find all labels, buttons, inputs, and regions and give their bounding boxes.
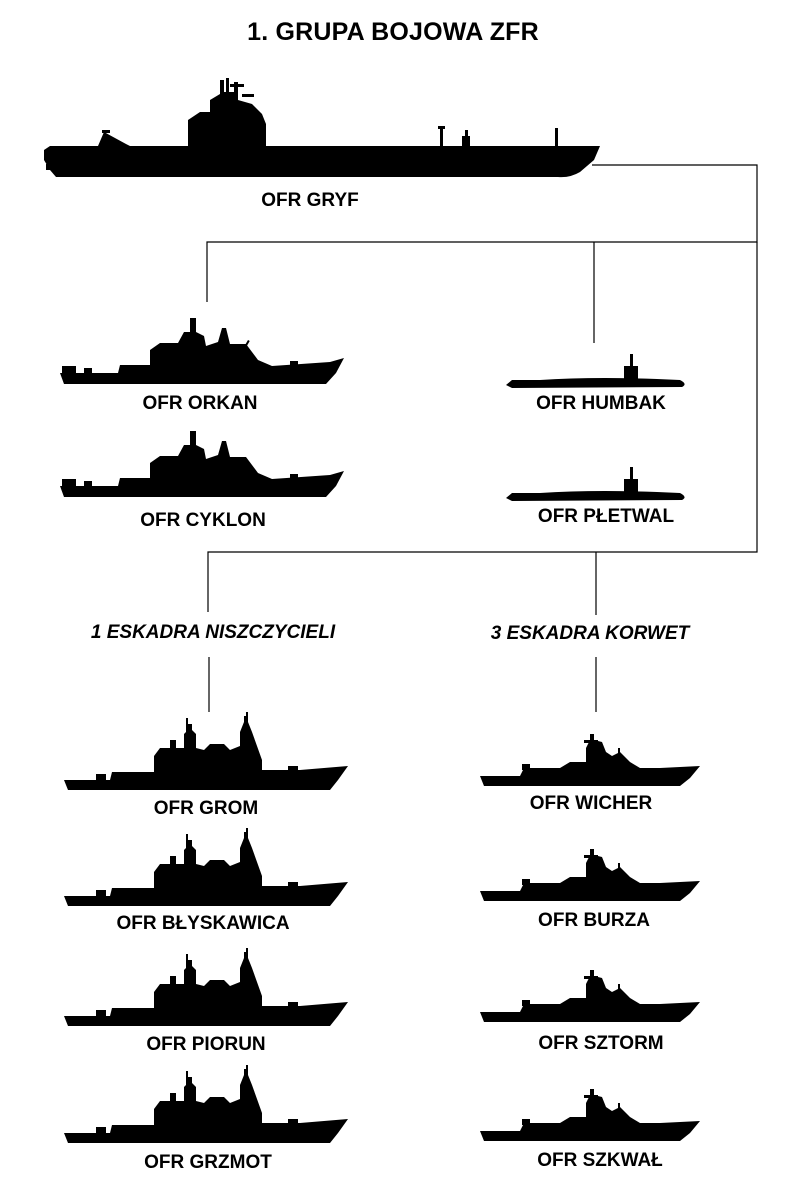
frigate-silhouette-wicher [480,734,700,786]
destroyer-silhouette-blyskawica [64,828,348,906]
submarine-label-humbak: OFR HUMBAK [536,393,666,414]
corvette-label-wicher: OFR WICHER [529,793,653,814]
escort-label-cyklon: OFR CYKLON [140,510,266,531]
connector-trunk [207,242,758,612]
destroyer-silhouette-grom [64,712,348,790]
destroyer-label-blyskawica: OFR BŁYSKAWICA [116,913,290,934]
frigate-silhouette-sztorm [480,970,700,1022]
frigate-silhouette-szkwal [480,1089,700,1141]
frigate-silhouette-burza [480,849,700,901]
destroyer-label-grzmot: OFR GRZMOT [144,1152,272,1173]
flagship-label: OFR GRYF [261,190,359,211]
destroyer-silhouette-grzmot [64,1065,348,1143]
page-title: 1. GRUPA BOJOWA ZFR [247,18,539,46]
destroyer-label-grom: OFR GROM [153,798,259,819]
squadron-label-corvettes: 3 ESKADRA KORWET [490,623,690,644]
corvette-label-burza: OFR BURZA [538,910,650,931]
submarine-label-pletwal: OFR PŁETWAL [537,506,675,527]
squadron-label-destroyers: 1 ESKADRA NISZCZYCIELI [90,622,336,643]
destroyer-label-piorun: OFR PIORUN [146,1034,266,1055]
corvette-label-szkwal: OFR SZKWAŁ [537,1150,663,1171]
escort-label-orkan: OFR ORKAN [142,393,258,414]
corvette-label-sztorm: OFR SZTORM [538,1033,664,1054]
destroyer-silhouette-piorun [64,948,348,1026]
